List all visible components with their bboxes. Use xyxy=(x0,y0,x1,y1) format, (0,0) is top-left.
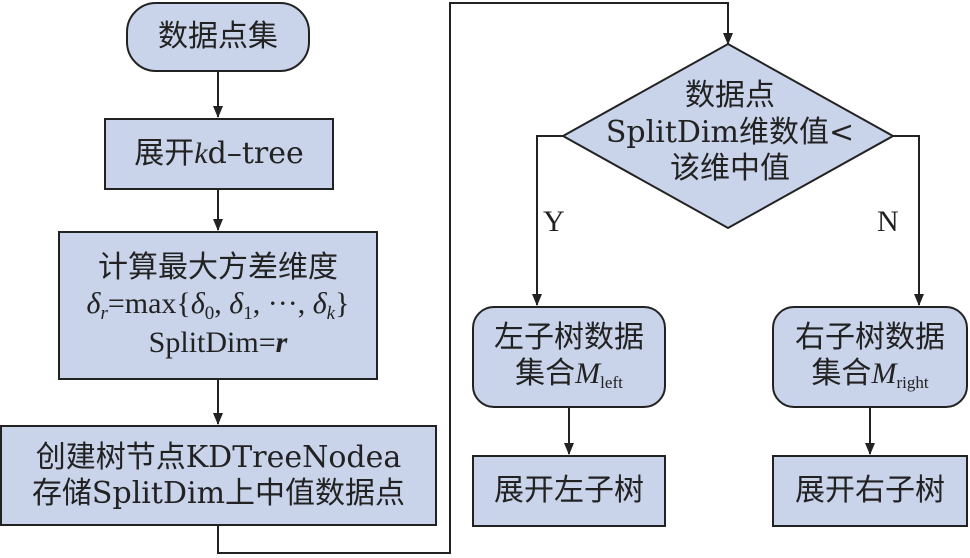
expand-right-subtree-node: 展开右子树 xyxy=(772,455,968,527)
expand-left-subtree-node: 展开左子树 xyxy=(472,455,666,527)
max-delta-formula: δr=max{δ0, δ1, ···, δk} xyxy=(86,286,350,324)
decision-text: 数据点 SplitDim维数值< 该维中值 xyxy=(565,78,895,188)
splitdim-assign: SplitDim=r xyxy=(148,326,288,360)
expand-kdtree-label: 展开kd–tree xyxy=(134,136,304,171)
compute-variance-node: 计算最大方差维度 δr=max{δ0, δ1, ···, δk} SplitDi… xyxy=(58,231,378,380)
arrow-yes-branch xyxy=(532,135,563,306)
right-subtree-data-node: 右子树数据 集合Mright xyxy=(772,306,968,408)
right-line-2: 集合Mright xyxy=(811,356,929,393)
decision-line-1: 数据点 xyxy=(685,78,775,113)
create-line-2: 存储SplitDim上中值数据点 xyxy=(31,475,406,511)
left-subtree-data-node: 左子树数据 集合Mleft xyxy=(472,306,666,408)
start-node: 数据点集 xyxy=(126,2,310,72)
left-line-2: 集合Mleft xyxy=(515,356,623,393)
expand-kdtree-node: 展开kd–tree xyxy=(104,118,334,190)
expand-right-label: 展开右子树 xyxy=(795,473,945,508)
compute-title: 计算最大方差维度 xyxy=(98,249,338,285)
start-label: 数据点集 xyxy=(158,19,278,54)
decision-line-2: SplitDim维数值< xyxy=(605,114,855,150)
decision-diamond xyxy=(560,42,896,230)
left-line-1: 左子树数据 xyxy=(494,320,644,356)
create-line-1: 创建树节点KDTreeNodea xyxy=(35,439,402,475)
connector-create-to-decision xyxy=(217,2,733,554)
create-node-box: 创建树节点KDTreeNodea 存储SplitDim上中值数据点 xyxy=(0,425,437,526)
right-line-1: 右子树数据 xyxy=(795,320,945,356)
yes-label: Y xyxy=(543,205,565,238)
no-label: N xyxy=(877,205,899,238)
expand-left-label: 展开左子树 xyxy=(494,473,644,508)
arrow-no-branch xyxy=(893,135,924,306)
decision-line-3: 该维中值 xyxy=(670,151,790,187)
